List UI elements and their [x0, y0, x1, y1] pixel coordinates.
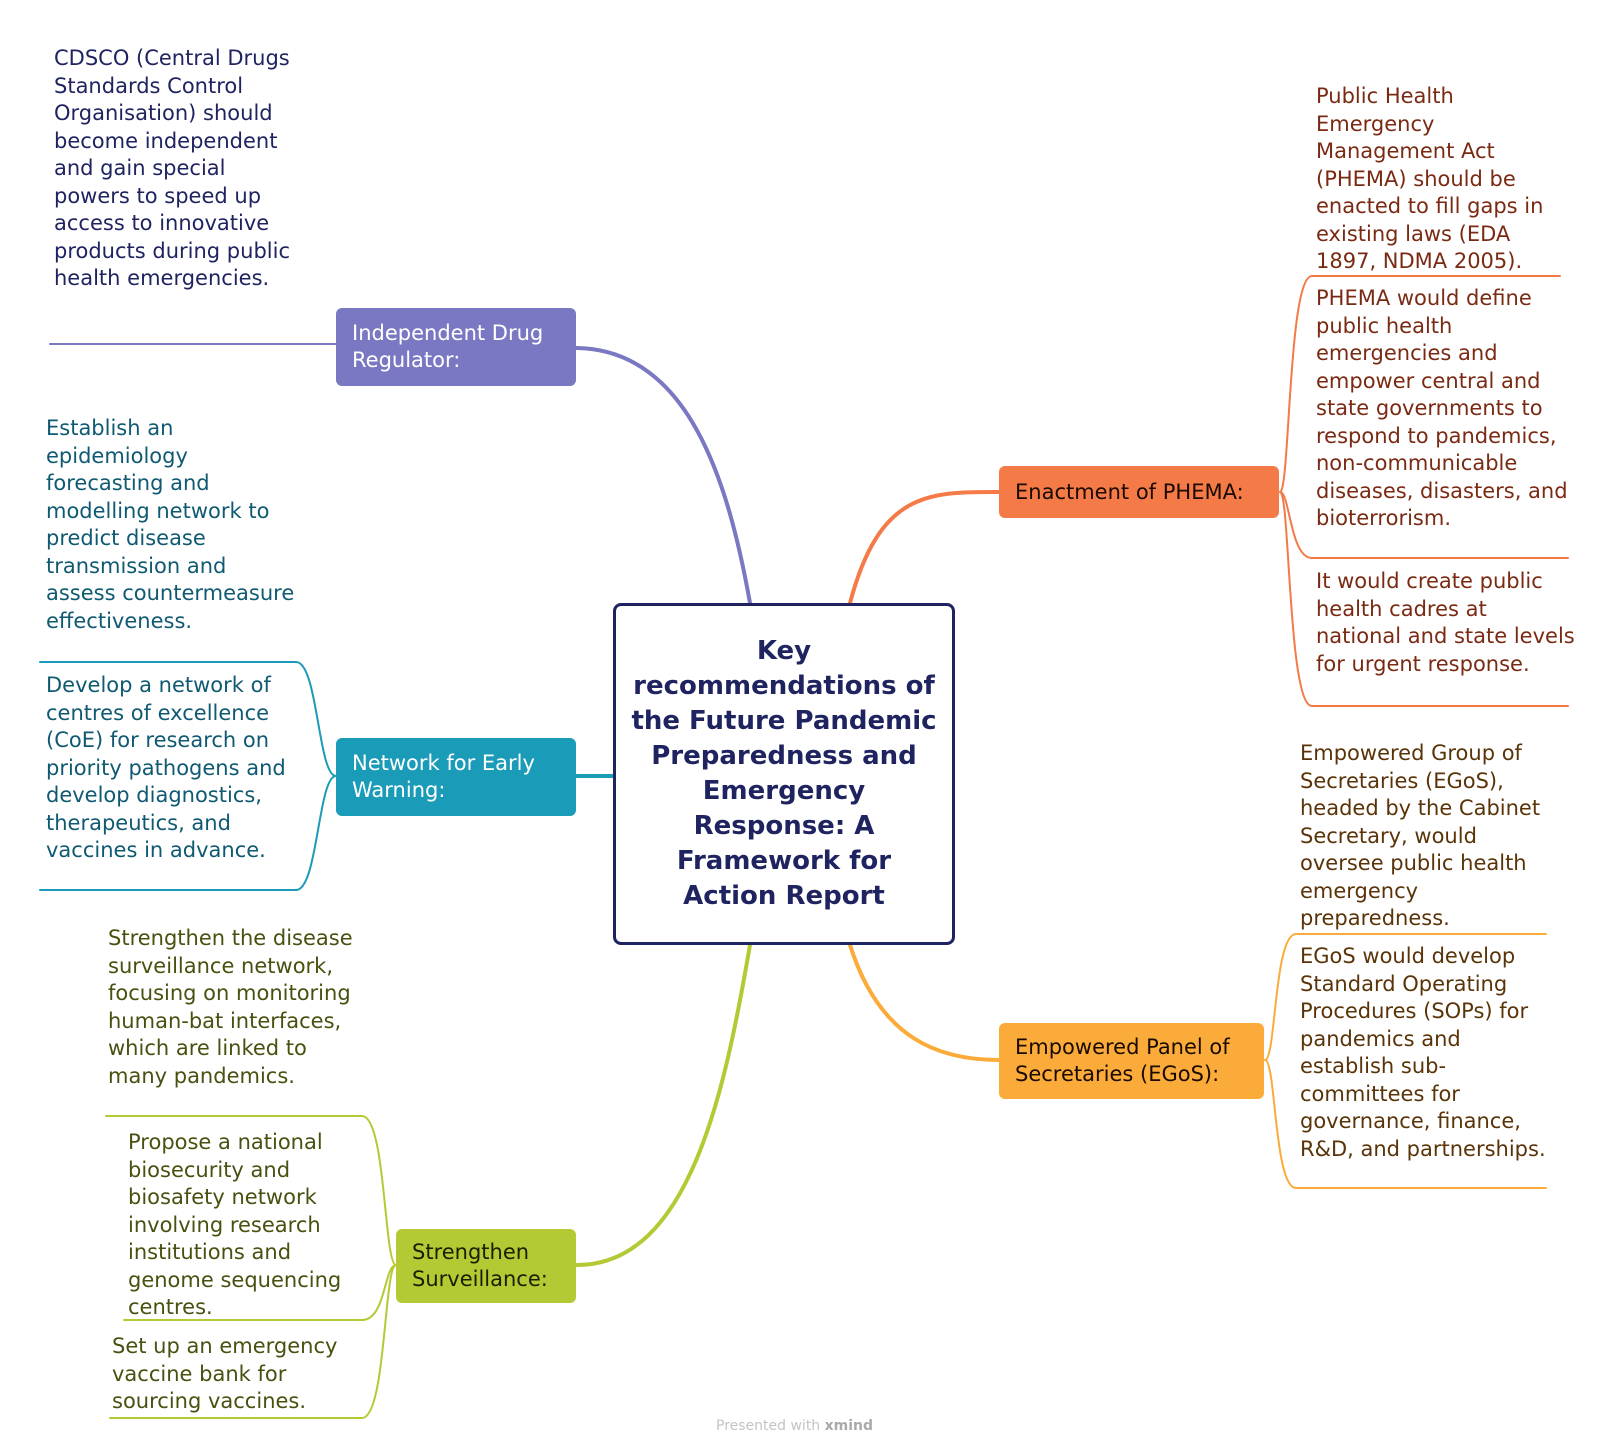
- leaf-line-surveillance-2: [123, 1264, 397, 1321]
- leaf-egos-oversee: Empowered Group of Secretaries (EGoS), h…: [1300, 741, 1541, 930]
- topic-strengthen-surveillance[interactable]: Strengthen Surveillance:: [396, 1229, 576, 1303]
- leaf-surveillance-network: Strengthen the disease surveillance netw…: [108, 926, 353, 1088]
- leaf-line-egos-2: [1264, 1059, 1547, 1189]
- leaf-phema-cadres: It would create public health cadres at …: [1316, 569, 1575, 676]
- leaf-surveillance-biosecurity: Propose a national biosecurity and biosa…: [128, 1130, 342, 1319]
- leaf-warning-forecasting: Establish an epidemiology forecasting an…: [46, 416, 295, 633]
- credit-prefix: Presented with: [716, 1418, 825, 1434]
- xmind-brand: xmind: [824, 1418, 874, 1434]
- topic-independent-drug-regulator[interactable]: Independent Drug Regulator:: [336, 308, 576, 386]
- central-topic-title: Key recommendations of the Future Pandem…: [631, 636, 937, 911]
- topic-network-for-early-warning[interactable]: Network for Early Warning:: [336, 738, 576, 816]
- leaf-line-warning-1: [39, 661, 337, 777]
- leaf-line-warning-2: [39, 775, 337, 891]
- topic-enactment-of-phema[interactable]: Enactment of PHEMA:: [999, 466, 1279, 518]
- topic-empowered-panel-of-secretaries[interactable]: Empowered Panel of Secretaries (EGoS):: [999, 1023, 1264, 1099]
- leaf-drug-cdsco: CDSCO (Central Drugs Standards Control O…: [54, 46, 290, 290]
- topic-label: Empowered Panel of Secretaries (EGoS):: [1015, 1035, 1230, 1086]
- topic-label: Network for Early Warning:: [352, 751, 535, 802]
- presented-with-credit: Presented with xmind: [716, 1418, 873, 1434]
- central-topic[interactable]: Key recommendations of the Future Pandem…: [613, 603, 955, 945]
- leaf-line-surveillance-1: [105, 1115, 397, 1266]
- topic-label: Independent Drug Regulator:: [352, 321, 544, 372]
- topic-label: Strengthen Surveillance:: [412, 1240, 548, 1291]
- leaf-warning-coe: Develop a network of centres of excellen…: [46, 673, 286, 862]
- leaf-line-surveillance-3: [109, 1264, 397, 1419]
- leaf-egos-sops: EGoS would develop Standard Operating Pr…: [1300, 944, 1546, 1161]
- leaf-line-phema-1: [1279, 275, 1561, 493]
- connector-drug: [575, 346, 752, 605]
- connector-egos: [848, 943, 1001, 1062]
- leaf-line-egos-1: [1264, 933, 1547, 1061]
- connector-surveillance: [575, 943, 752, 1267]
- leaf-line-phema-2: [1279, 491, 1569, 559]
- leaf-phema-define: PHEMA would define public health emergen…: [1316, 286, 1568, 530]
- leaf-line-phema-3: [1279, 491, 1569, 707]
- leaf-surveillance-vaccine-bank: Set up an emergency vaccine bank for sou…: [112, 1334, 338, 1413]
- connector-phema: [848, 489, 1001, 605]
- topic-label: Enactment of PHEMA:: [1015, 479, 1244, 504]
- leaf-phema-act: Public Health Emergency Management Act (…: [1316, 84, 1544, 273]
